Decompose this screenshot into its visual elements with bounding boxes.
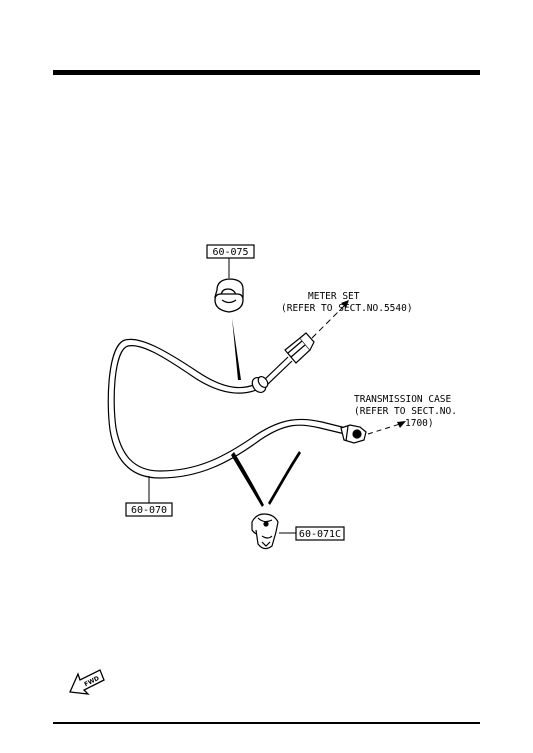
leader-clip-bottom-right [268, 451, 301, 505]
callout-transmission-line1: TRANSMISSION CASE [354, 394, 452, 405]
part-label-cable: 60-070 [125, 502, 173, 517]
meter-connector [284, 332, 315, 364]
arrow-transmission [397, 421, 406, 428]
top-rule [53, 70, 480, 75]
part-label-clip-top: 60-075 [206, 244, 255, 259]
part-label-clip-bottom: 60-071C [295, 526, 345, 541]
callout-meter-line2: (REFER TO SECT.NO.5540) [281, 303, 413, 314]
dashed-leader-transmission [367, 423, 401, 435]
leader-clamp-top [232, 318, 241, 380]
clamp-clip-bottom [251, 513, 279, 550]
part-number-clip-top: 60-075 [212, 247, 248, 258]
dashed-leader-meter [311, 301, 349, 339]
callout-meter-line1: METER SET [308, 291, 360, 302]
callout-transmission-line2: (REFER TO SECT.NO. [354, 406, 457, 417]
part-number-clip-bottom: 60-071C [299, 529, 341, 540]
clamp-clip-top [214, 278, 244, 313]
callout-transmission-line3: 1700) [405, 418, 434, 429]
speedometer-cable [107, 338, 347, 479]
part-number-cable: 60-070 [131, 505, 167, 516]
bottom-rule [53, 722, 480, 724]
leader-clip-bottom-left [231, 452, 264, 507]
transmission-connector [340, 424, 367, 444]
cable-grommet [251, 375, 269, 394]
arrow-meter [341, 300, 349, 308]
fwd-arrow-icon: FWD [69, 669, 105, 695]
